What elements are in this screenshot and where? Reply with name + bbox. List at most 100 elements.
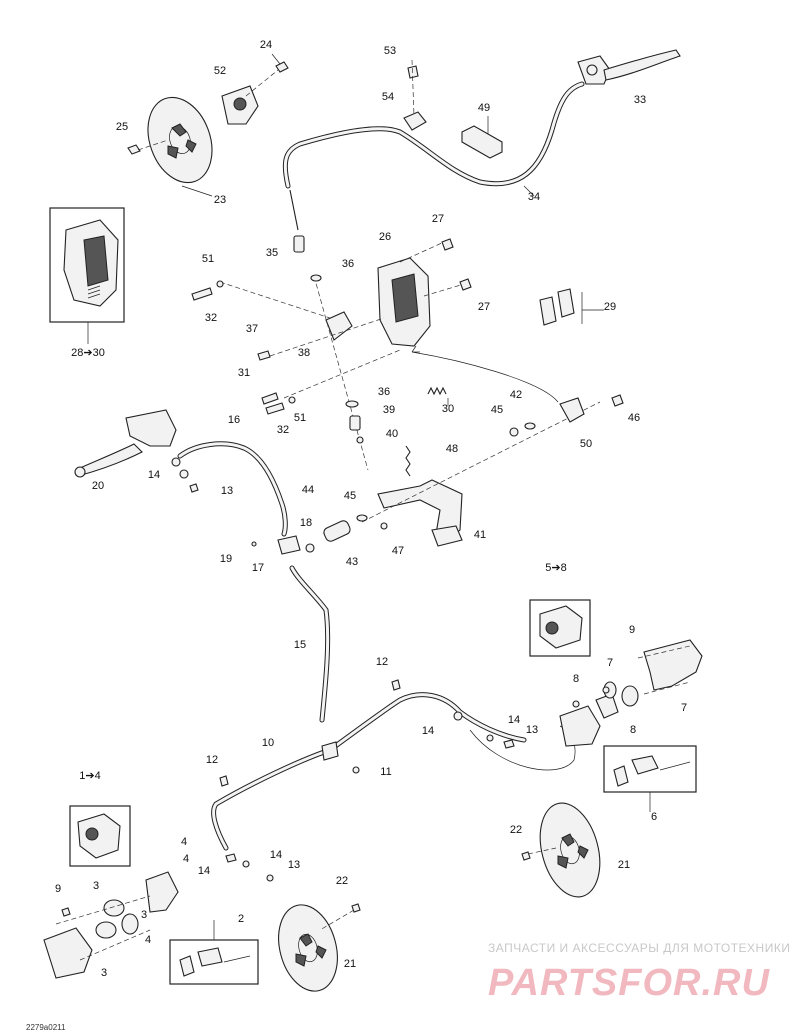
- callout-label-l49: 49: [478, 102, 490, 114]
- pads-2: [169, 920, 259, 985]
- callout-label-l41: 41: [474, 529, 486, 541]
- callout-label-l14d: 14: [270, 849, 282, 861]
- callout-label-l58: 5➔8: [545, 562, 566, 574]
- callout-label-l38: 38: [298, 347, 310, 359]
- callout-label-l20: 20: [92, 480, 104, 492]
- master-cylinder-33: [577, 49, 681, 85]
- callout-label-l40: 40: [386, 428, 398, 440]
- watermark-logo: PARTSFOR.RU: [488, 962, 770, 1004]
- callout-label-l22b: 22: [336, 875, 348, 887]
- callout-label-l18: 18: [300, 517, 312, 529]
- bolt-24: [271, 53, 289, 73]
- callout-label-l12b: 12: [206, 754, 218, 766]
- callout-label-l4b: 4: [183, 853, 189, 865]
- callout-label-l54: 54: [382, 91, 394, 103]
- lever-20: [74, 409, 177, 478]
- callout-label-l16: 16: [228, 414, 240, 426]
- callout-label-l21a: 21: [618, 859, 630, 871]
- inset-caliper-5-8: [529, 599, 591, 657]
- callout-label-l8a: 8: [573, 673, 579, 685]
- top-brake-disc: [147, 96, 213, 197]
- callout-label-l7b: 7: [681, 702, 687, 714]
- callout-label-l47: 47: [392, 545, 404, 557]
- callout-label-l52: 52: [214, 65, 226, 77]
- pivot-43: [323, 514, 388, 542]
- callout-label-l36a: 36: [342, 258, 354, 270]
- watermark-caption: ЗАПЧАСТИ И АКСЕССУАРЫ ДЛЯ МОТОТЕХНИКИ: [488, 941, 790, 955]
- fittings-13-14-right: [453, 711, 515, 749]
- callout-label-l8b: 8: [630, 724, 636, 736]
- callout-label-l14b: 14: [508, 714, 520, 726]
- callout-label-l24: 24: [260, 39, 272, 51]
- line-10: [211, 692, 576, 851]
- callout-label-l48: 48: [446, 443, 458, 455]
- brake-line-34: [282, 81, 585, 197]
- callout-label-l19: 19: [220, 553, 232, 565]
- callout-label-l22a: 22: [510, 824, 522, 836]
- callout-label-l3c: 3: [101, 967, 107, 979]
- callout-label-l35: 35: [266, 247, 278, 259]
- clamp-54: [403, 111, 427, 131]
- callout-label-l37: 37: [246, 323, 258, 335]
- callout-label-l2: 2: [238, 913, 244, 925]
- callout-label-l14c: 14: [422, 725, 434, 737]
- callout-label-l44: 44: [302, 484, 314, 496]
- fittings-13-14: [171, 457, 199, 493]
- callout-label-l33: 33: [634, 94, 646, 106]
- callout-label-l21b: 21: [344, 958, 356, 970]
- callout-label-l53: 53: [384, 45, 396, 57]
- bolt-37: [257, 350, 271, 361]
- callout-label-l9b: 9: [55, 883, 61, 895]
- bolt-31-32b: [261, 392, 296, 415]
- callout-label-l7a: 7: [607, 657, 613, 669]
- inset-pads-29: [539, 288, 604, 326]
- callout-label-l13b: 13: [526, 724, 538, 736]
- spring-48: [405, 445, 411, 477]
- bolt-32a: [191, 280, 224, 301]
- callout-label-l45a: 45: [491, 404, 503, 416]
- callout-label-l15: 15: [294, 639, 306, 651]
- callout-label-l32b: 32: [277, 424, 289, 436]
- callout-label-l27b: 27: [478, 301, 490, 313]
- junction-17-18-19: [251, 535, 315, 555]
- spring-30: [427, 386, 449, 406]
- callout-label-l51b: 51: [294, 412, 306, 424]
- fitting-35: [289, 189, 305, 253]
- callout-label-l36b: 36: [378, 386, 390, 398]
- callout-label-l6: 6: [651, 811, 657, 823]
- callout-label-l4c: 4: [145, 934, 151, 946]
- callout-label-l3b: 3: [141, 909, 147, 921]
- pads-6: [603, 745, 697, 812]
- line-16: [177, 441, 288, 537]
- pedal-41-48: [361, 401, 601, 547]
- switch-50: [509, 394, 624, 437]
- bolt-11-12: [219, 679, 401, 787]
- block-49: [461, 116, 503, 159]
- caliper-right: [559, 639, 703, 747]
- arrow-to-30: [411, 345, 559, 403]
- disc-right-21: [521, 802, 601, 898]
- callout-label-l26: 26: [379, 231, 391, 243]
- callout-label-l30: 30: [442, 403, 454, 415]
- callout-label-l14e: 14: [198, 865, 210, 877]
- inset-caliper-28-30: [49, 207, 125, 344]
- callout-label-l14a: 14: [148, 469, 160, 481]
- callout-label-l50: 50: [580, 438, 592, 450]
- callout-label-l31: 31: [238, 367, 250, 379]
- callout-label-l29: 29: [604, 301, 616, 313]
- callout-label-l11: 11: [380, 766, 391, 778]
- callout-label-l51a: 51: [202, 253, 214, 265]
- caliper-left: [43, 853, 274, 979]
- bolt-53: [407, 59, 419, 117]
- callout-label-l34: 34: [528, 191, 540, 203]
- callout-label-l13c: 13: [288, 859, 300, 871]
- callout-label-l2830: 28➔30: [71, 347, 105, 359]
- callout-label-l17: 17: [252, 562, 264, 574]
- callout-label-l32a: 32: [205, 312, 217, 324]
- callout-label-l10: 10: [262, 737, 274, 749]
- inset-caliper-1-4: [69, 805, 131, 867]
- disc-left-21: [278, 903, 361, 992]
- callout-label-l27a: 27: [432, 213, 444, 225]
